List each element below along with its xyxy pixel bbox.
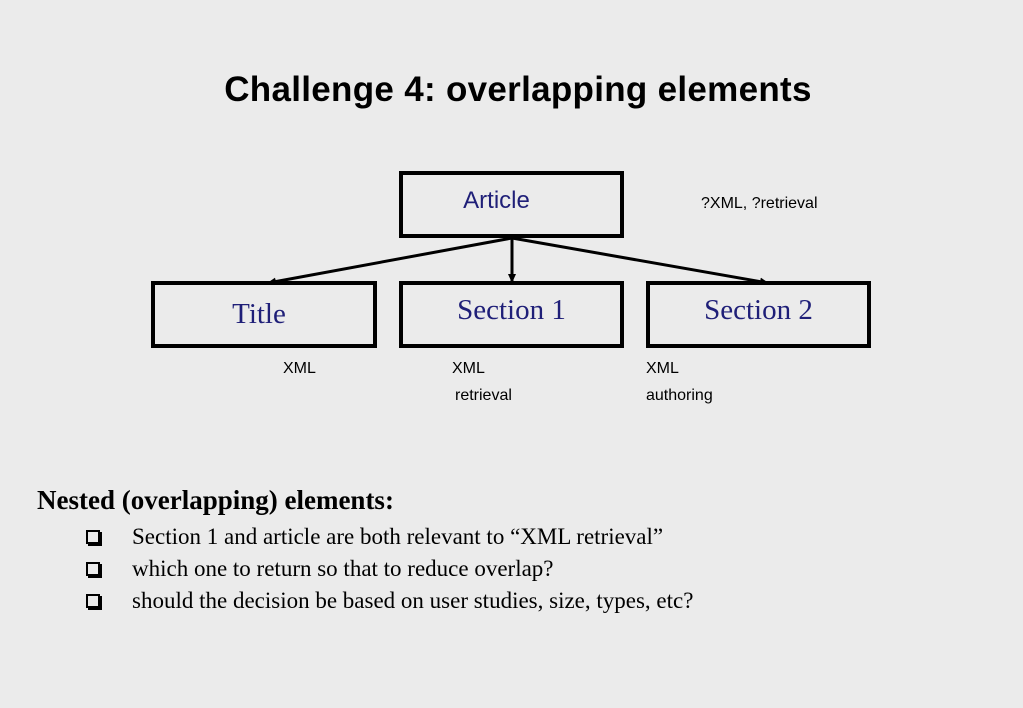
edge-article-title <box>267 236 513 286</box>
slide-title: Challenge 4: overlapping elements <box>224 70 812 109</box>
node-title: Title <box>151 281 377 348</box>
section-1-tag-xml: XML <box>452 360 485 377</box>
section-2-tag-xml: XML <box>646 360 679 377</box>
node-section-1-label: Section 1 <box>457 294 566 326</box>
section-2-tag-authoring: authoring <box>646 387 713 404</box>
bullet-text: which one to return so that to reduce ov… <box>132 556 554 581</box>
node-article: Article <box>399 171 624 238</box>
node-article-label: Article <box>463 186 530 214</box>
bullet-text: should the decision be based on user stu… <box>132 588 694 613</box>
node-title-label: Title <box>232 298 286 330</box>
checkbox-icon <box>86 562 100 576</box>
node-section-2-label: Section 2 <box>704 294 813 326</box>
node-section-2: Section 2 <box>646 281 871 348</box>
article-note: ?XML, ?retrieval <box>701 195 818 212</box>
node-section-1: Section 1 <box>399 281 624 348</box>
checkbox-icon <box>86 594 100 608</box>
edge-article-section2 <box>511 236 769 286</box>
bullets-heading: Nested (overlapping) elements: <box>37 485 394 515</box>
section-1-tag-retrieval: retrieval <box>455 387 512 404</box>
checkbox-icon <box>86 530 100 544</box>
title-tag-xml: XML <box>283 360 316 377</box>
bullet-text: Section 1 and article are both relevant … <box>132 524 664 549</box>
